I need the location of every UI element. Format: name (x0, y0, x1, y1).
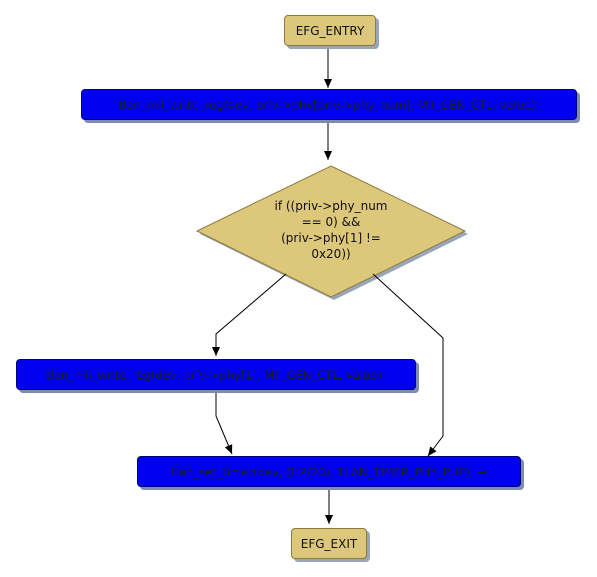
write-phy-num-label: tlan_mii_write_reg(dev, priv->phy[priv->… (118, 97, 540, 112)
exit-node: EFG_EXIT (291, 528, 367, 559)
set-timer-label: tlan_set_timer(dev, (HZ/20), TLAN_TIMER_… (171, 464, 487, 479)
edge-condition-true (212, 273, 287, 356)
entry-node: EFG_ENTRY (284, 15, 376, 46)
write-phy-num-node: tlan_mii_write_reg(dev, priv->phy[priv->… (81, 89, 577, 120)
edge-condition-false (372, 273, 444, 457)
condition-label: if ((priv->phy_num == 0) && (priv->phy[1… (274, 199, 388, 261)
entry-label: EFG_ENTRY (295, 23, 365, 38)
exit-label: EFG_EXIT (300, 536, 358, 551)
write-phy1-node: tlan_mii_write_reg(dev, priv->phy[1], MI… (16, 359, 416, 390)
write-phy1-label: tlan_mii_write_reg(dev, priv->phy[1], MI… (46, 367, 386, 382)
set-timer-node: tlan_set_timer(dev, (HZ/20), TLAN_TIMER_… (137, 456, 521, 487)
edge-write1-to-timer (215, 390, 233, 455)
decision-diamond-shape (195, 165, 467, 298)
